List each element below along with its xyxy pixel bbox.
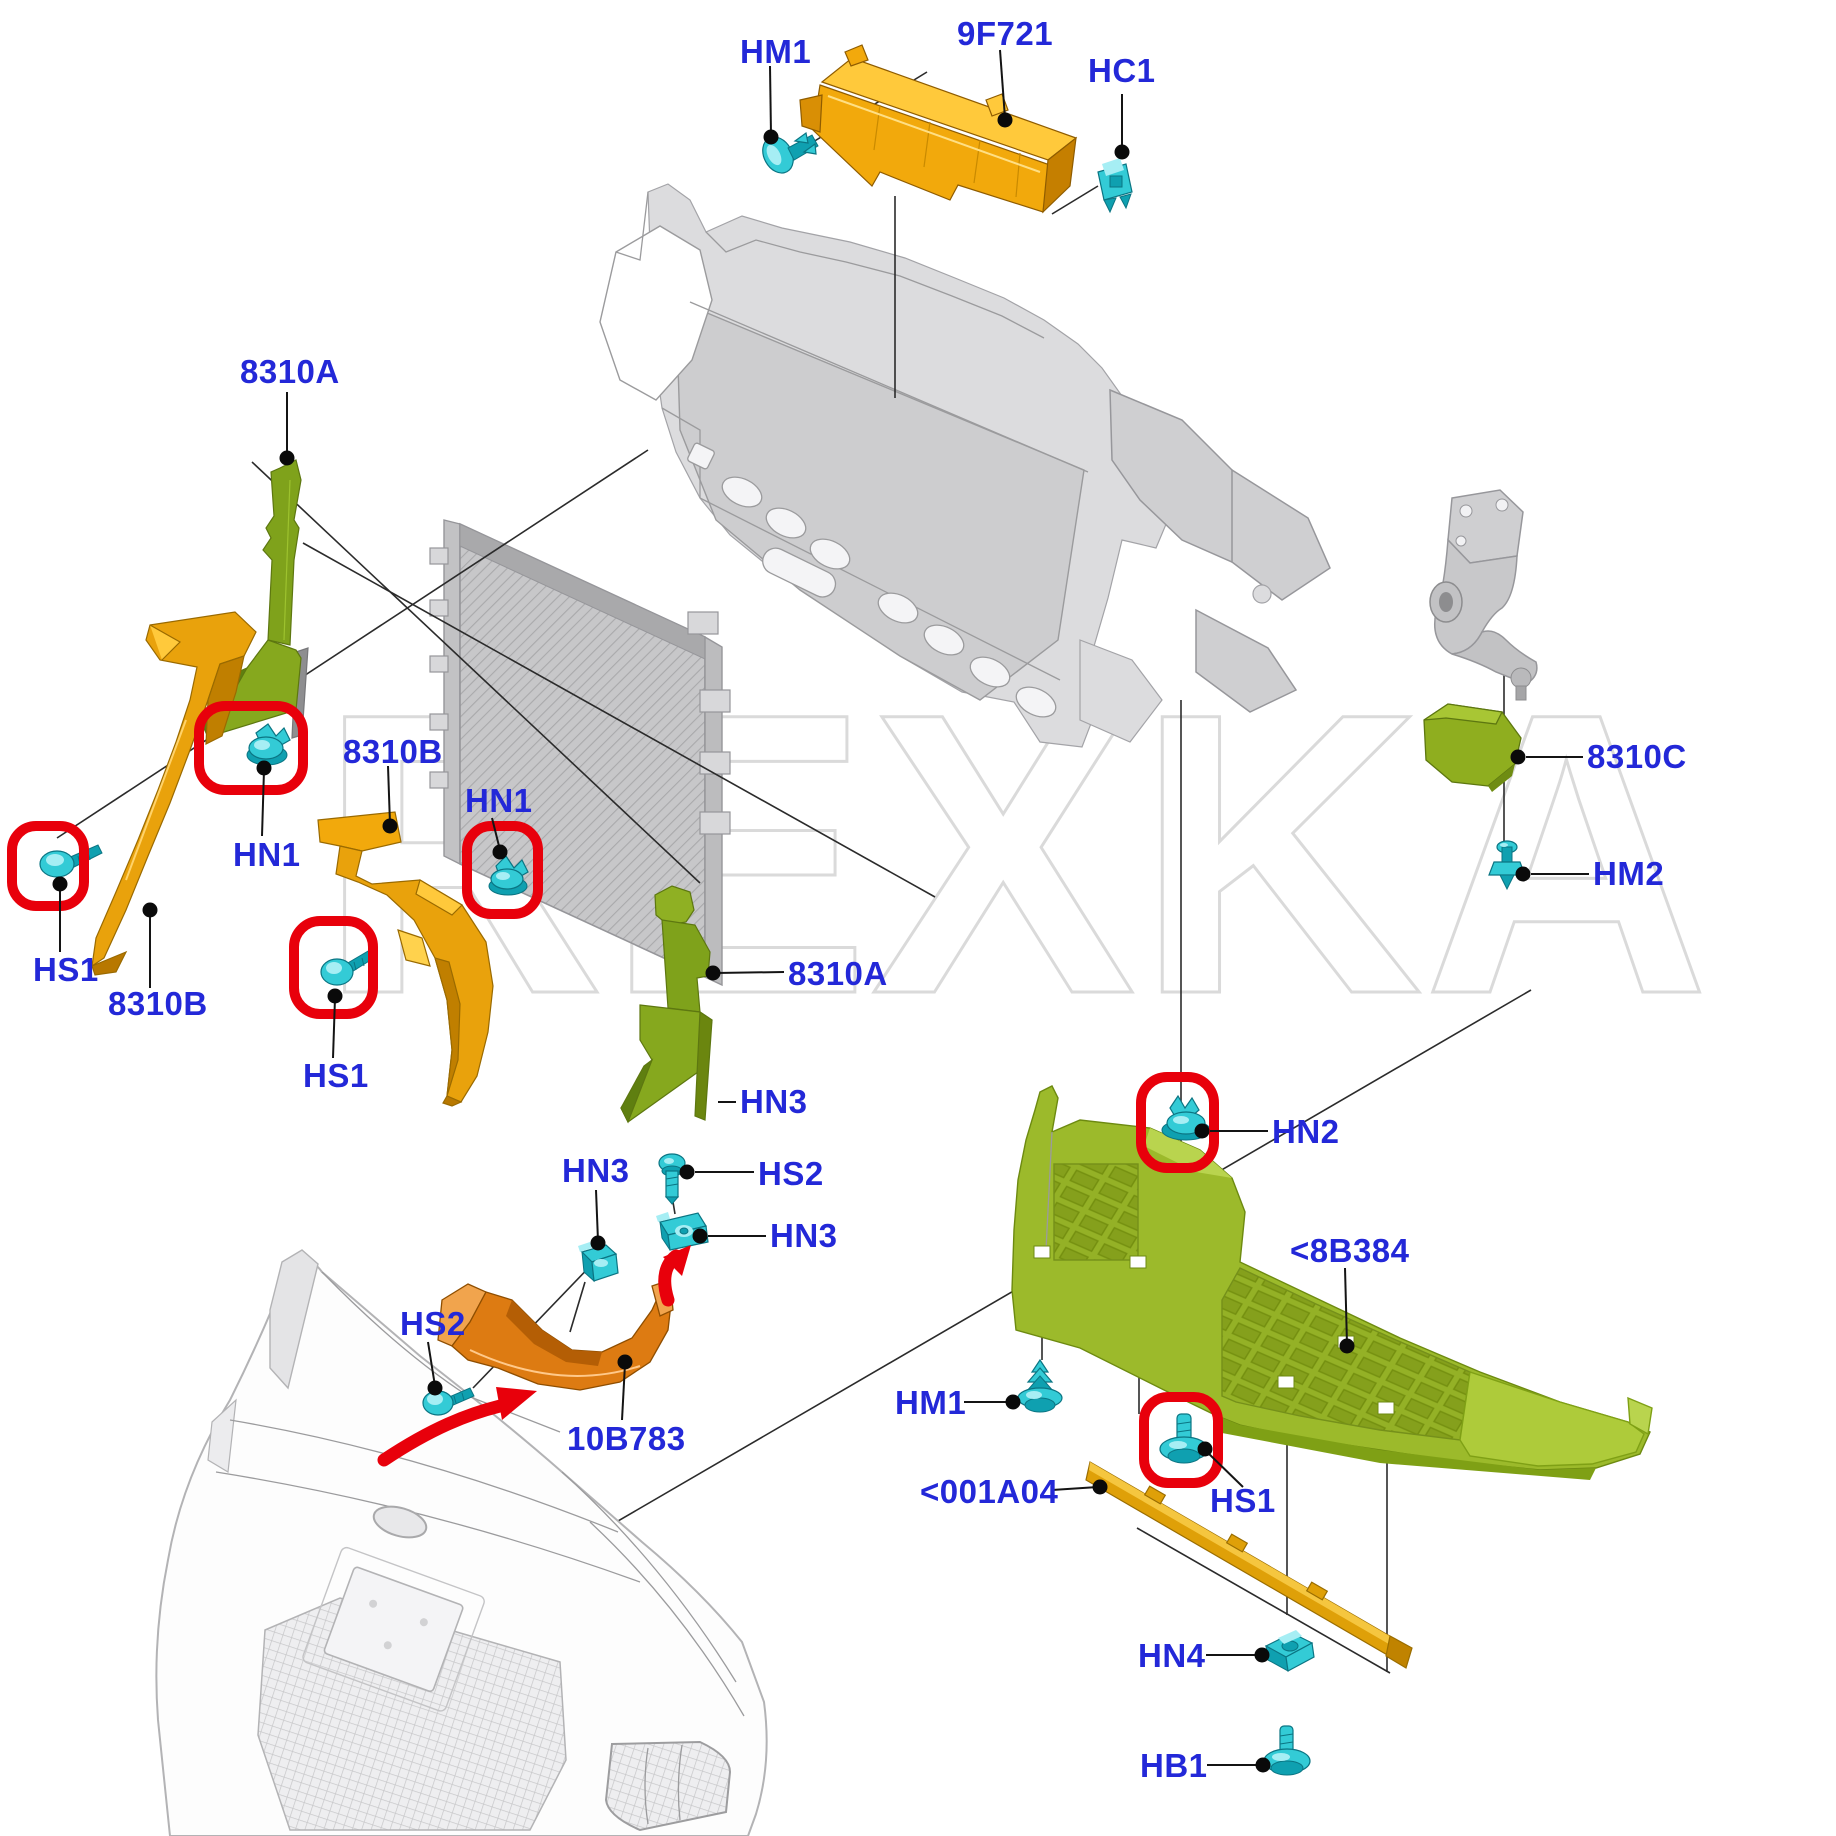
red-arrows (377, 1245, 691, 1467)
label-hb1: HB1 (1140, 1747, 1208, 1784)
fastener-hm1-pushpin-top (762, 131, 819, 174)
fastener-hs1-center-bolt (320, 949, 375, 986)
fastener-hn1-center-nut (488, 855, 529, 896)
front-bumper (155, 1249, 768, 1836)
highlight-circles (7, 701, 1223, 1488)
label-8310a-left: 8310A (240, 353, 340, 390)
fastener-hm2-pushpin (1488, 840, 1526, 891)
label-hn3-left: HN3 (562, 1152, 630, 1189)
radiator-support-panel (599, 183, 1331, 748)
fastener-hs1-left-bolt (39, 844, 103, 878)
label-hs1-right: HS1 (1210, 1482, 1276, 1519)
label-hn1-center: HN1 (465, 782, 533, 819)
bumper-guide-10b783 (437, 1279, 674, 1391)
sill-strip-001a04 (1085, 1461, 1413, 1669)
fastener-hn3-right-clip (656, 1212, 709, 1251)
label-hn1-left: HN1 (233, 836, 301, 873)
label-hs2-top: HS2 (758, 1155, 824, 1192)
label-8310a-center: 8310A (788, 955, 888, 992)
arrow-to-10b783-head (496, 1387, 537, 1420)
control-arm (1429, 489, 1538, 701)
label-hm1-top: HM1 (740, 33, 811, 70)
under-shield-8b384 (1011, 1085, 1653, 1480)
arrow-to-10b783 (377, 1399, 507, 1467)
label-10b783: 10B783 (567, 1420, 686, 1457)
label-hc1: HC1 (1088, 52, 1156, 89)
label-8310c: 8310C (1587, 738, 1687, 775)
fastener-hn1-left-nut (246, 723, 291, 766)
deflector-8310b-left (91, 611, 257, 976)
highlight-hs1-right (1139, 1392, 1223, 1488)
deflector-9f721 (799, 44, 1078, 214)
label-hn2: HN2 (1272, 1113, 1340, 1150)
label-8310b-center: 8310B (343, 733, 443, 770)
label-hm2: HM2 (1593, 855, 1664, 892)
label-hs1-left: HS1 (33, 951, 99, 988)
insulator-8310c (1423, 703, 1522, 792)
fastener-hs1-right-bolt (1159, 1413, 1209, 1464)
label-001a04: <001A04 (920, 1473, 1059, 1510)
fastener-hs2-bottom-bolt (422, 1387, 475, 1416)
highlight-hn1-left (194, 701, 308, 795)
label-hn3-top: HN3 (740, 1083, 808, 1120)
label-8310b-left: 8310B (108, 985, 208, 1022)
label-hn3-right: HN3 (770, 1217, 838, 1254)
leader-lines (52, 49, 1589, 1773)
arrow-to-hn3-head (663, 1245, 691, 1276)
highlight-hn2 (1136, 1072, 1219, 1173)
deflector-8310b-center (317, 811, 494, 1107)
label-hn4: HN4 (1138, 1637, 1206, 1674)
label-hm1-bottom: HM1 (895, 1384, 966, 1421)
label-9f721: 9F721 (957, 15, 1053, 52)
callouts: HM1 9F721 HC1 8310A 8310B HN1 HS1 8310B … (33, 15, 1687, 1784)
highlight-hn1-center (462, 821, 543, 919)
fastener-hc1-clip (1097, 158, 1133, 214)
fastener-hn4-clip (1264, 1630, 1315, 1672)
fastener-hm1-bottom-pushpin (1017, 1358, 1063, 1413)
label-hs2-bottom: HS2 (400, 1305, 466, 1342)
label-hs1-center: HS1 (303, 1057, 369, 1094)
fastener-hb1-bolt (1263, 1725, 1311, 1776)
highlight-hs1-left (7, 821, 89, 911)
fastener-hs2-top-bolt (658, 1153, 686, 1205)
fastener-hn3-left-clip (578, 1242, 619, 1283)
leader-dots (52, 112, 1531, 1773)
label-8b384: <8B384 (1290, 1232, 1410, 1269)
deflector-8310a-center (620, 885, 713, 1124)
